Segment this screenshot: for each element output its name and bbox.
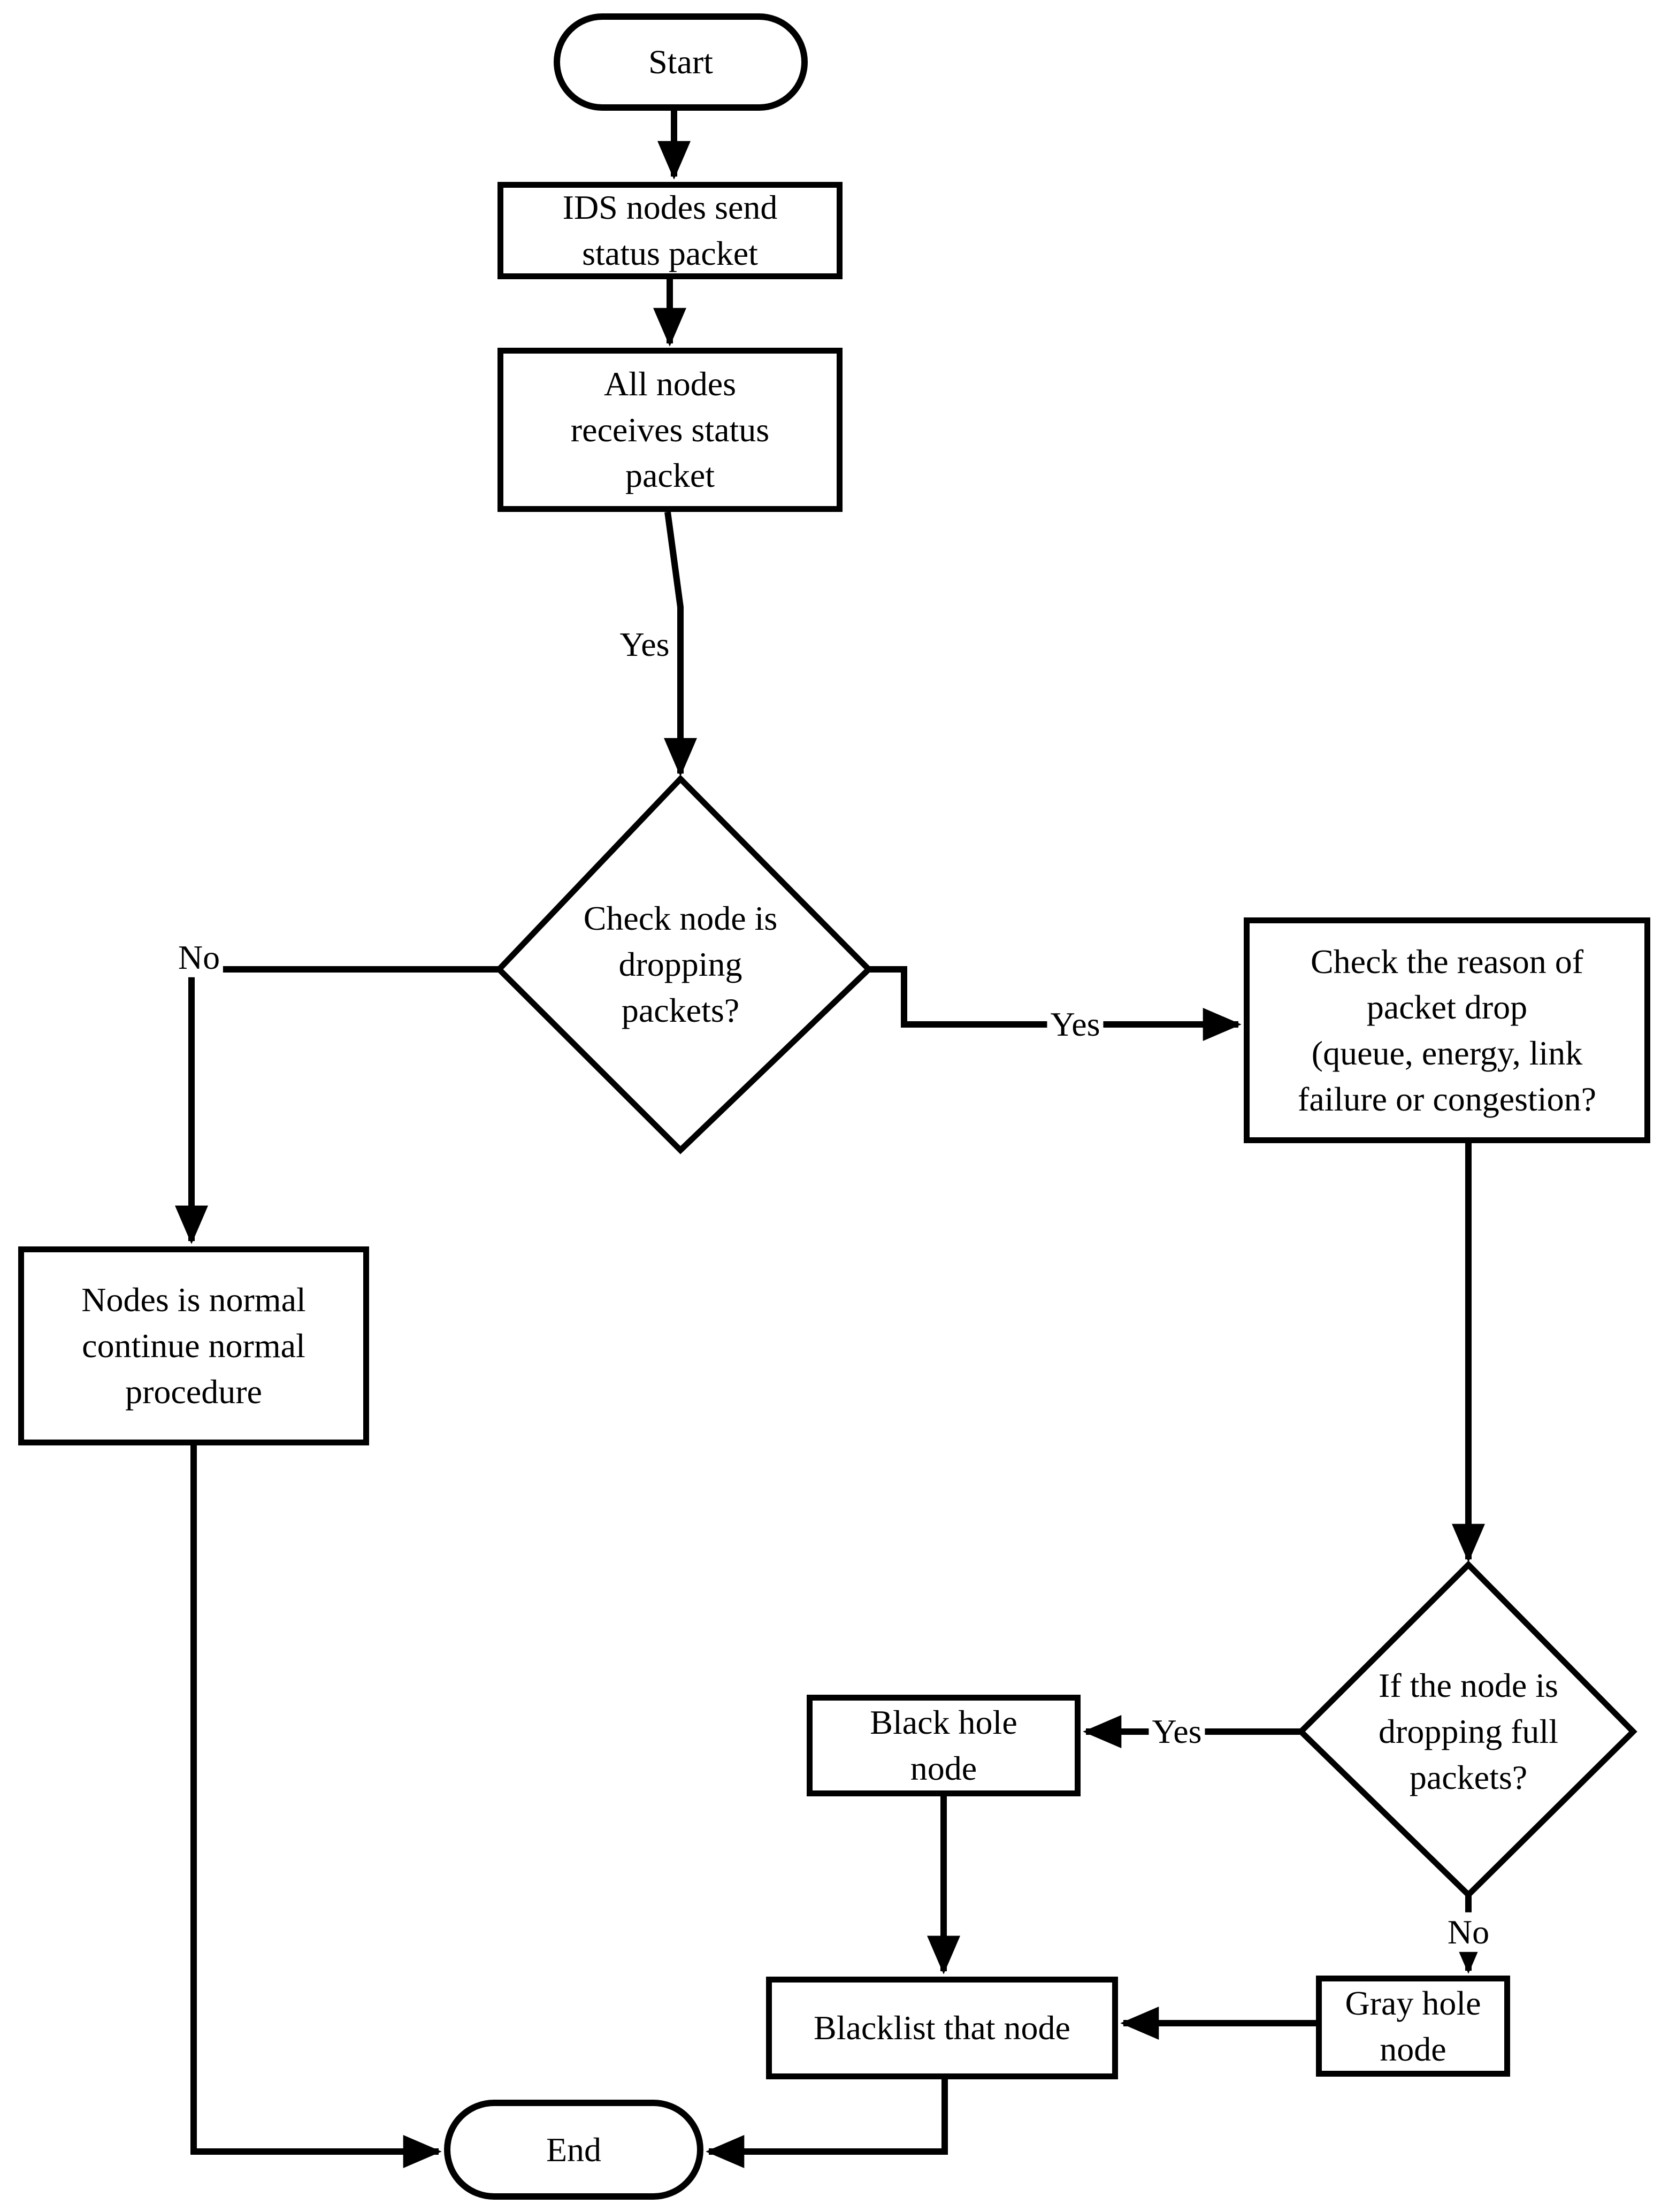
edge-check-dropping-to-normal	[175, 966, 499, 1244]
node-dropping-full-label: If the node is dropping full packets?	[1379, 1666, 1558, 1796]
node-blacklist: Blacklist that node	[766, 1977, 1118, 2079]
node-normal: Nodes is normal continue normal procedur…	[18, 1246, 369, 1445]
decision-dropping-full-shape	[1297, 1560, 1637, 1899]
node-gray-hole: Gray hole node	[1316, 1976, 1510, 2077]
decision-check-dropping-shape	[495, 775, 873, 1154]
node-all-receive: All nodes receives status packet	[497, 348, 843, 512]
edge-normal-to-end	[190, 1445, 442, 2168]
node-black-hole: Black hole node	[807, 1695, 1081, 1796]
edge-label-yes-full: Yes	[1149, 1711, 1205, 1752]
edge-label-no-dropping: No	[174, 937, 224, 978]
node-check-dropping-label: Check node is dropping packets?	[583, 899, 778, 1029]
node-ids-send: IDS nodes send status packet	[497, 182, 843, 279]
edge-label-yes-status: Yes	[619, 625, 670, 663]
node-end: End	[444, 2100, 703, 2200]
node-start: Start	[554, 13, 808, 111]
edge-blacklist-to-end	[706, 2079, 948, 2168]
edge-all-receive-to-check-dropping	[664, 511, 697, 777]
edge-label-yes-dropping: Yes	[1047, 1004, 1104, 1045]
edge-label-no-full: No	[1444, 1912, 1493, 1953]
node-check-reason: Check the reason of packet drop (queue, …	[1244, 917, 1650, 1143]
